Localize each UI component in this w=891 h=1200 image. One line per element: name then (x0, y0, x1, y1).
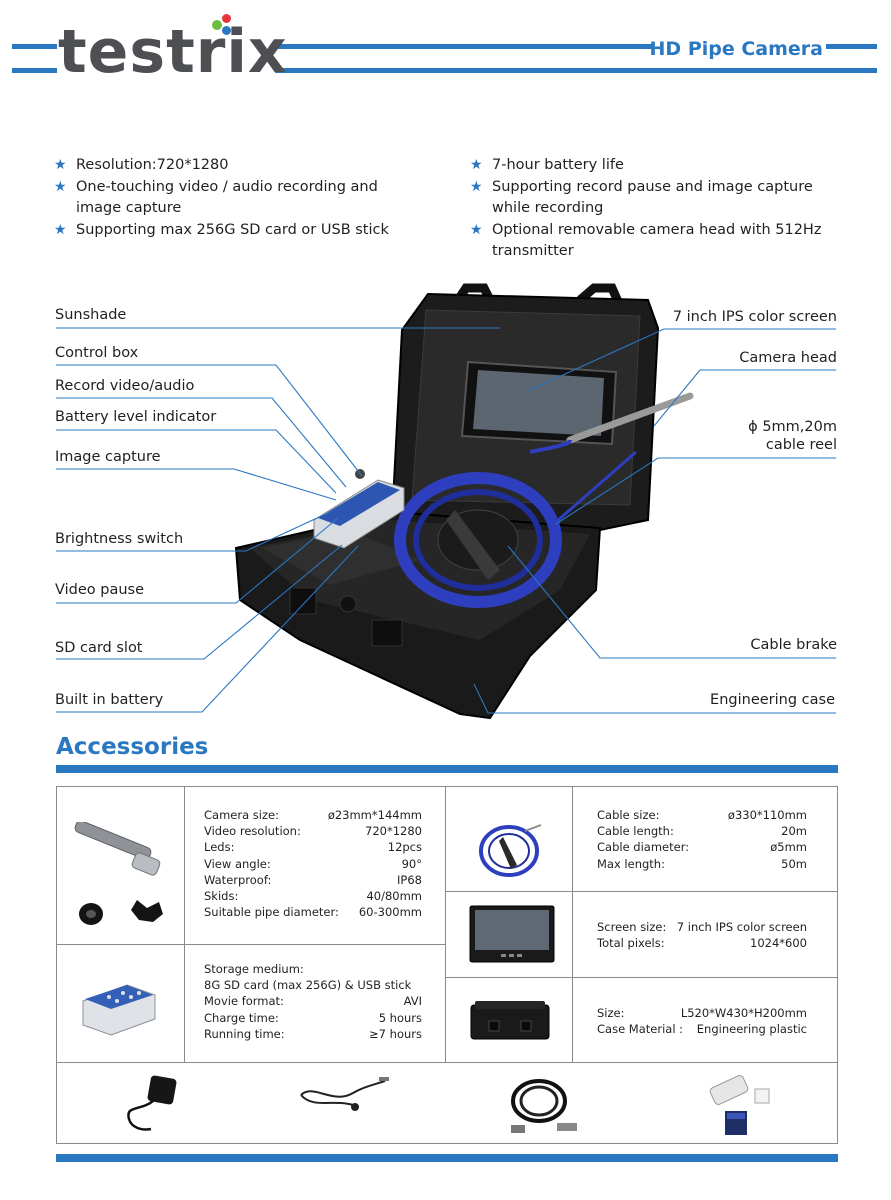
feature-item: ★Optional removable camera head with 512… (470, 221, 822, 260)
label-video-pause: Video pause (55, 582, 144, 598)
leader-brightness (56, 511, 331, 552)
feature-item: ★Resolution:720*1280 (54, 155, 414, 177)
header-bar-right (826, 44, 877, 49)
camera-head (566, 392, 694, 444)
header-bar-mid-2 (275, 68, 877, 73)
spec-row: Case Material :Engineering plastic (597, 1022, 807, 1037)
header-bar-left (12, 44, 57, 49)
accessories-bar-bottom (56, 1154, 838, 1162)
header-bar-left-2 (12, 68, 57, 73)
label-brightness: Brightness switch (55, 531, 184, 547)
product-diagram (56, 283, 836, 720)
label-record: Record video/audio (55, 378, 195, 394)
usb-cable-image (511, 1079, 577, 1133)
leader-reel (555, 457, 836, 525)
feature-item: ★Supporting max 256G SD card or USB stic… (54, 220, 414, 242)
product-line-title: HD Pipe Camera (649, 38, 823, 60)
control-box-image (82, 984, 156, 1036)
spec-row: Screen size:7 inch IPS color screen (597, 920, 807, 934)
microphone-image (300, 1077, 389, 1111)
header-bar-mid (275, 44, 653, 49)
cable-specs: Cable size:ø330*110mm Cable length:20m C… (597, 807, 807, 872)
label-image-capture: Image capture (55, 449, 161, 465)
leader-screen (529, 328, 836, 391)
logo-dot-blue (222, 26, 231, 35)
spec-row: Camera size:ø23mm*144mm (204, 808, 422, 822)
lcd-screen-glass (473, 370, 604, 436)
brand-logo: testrix (58, 17, 288, 87)
spec-row: Movie format:AVI (204, 994, 422, 1009)
spec-row: Skids:40/80mm (204, 889, 422, 904)
spec-row: Charge time:5 hours (204, 1010, 422, 1025)
leader-image (56, 468, 337, 501)
spec-row: Video resolution:720*1280 (204, 824, 422, 839)
cable-reel-image (479, 824, 542, 877)
camera-head-image (74, 822, 163, 925)
spec-row: Storage medium: (204, 962, 304, 976)
label-camera-head: Camera head (739, 350, 837, 366)
logo-dot-red (222, 14, 231, 23)
spec-row: Waterproof:IP68 (204, 872, 422, 887)
label-cable-brake: Cable brake (750, 637, 837, 653)
features-left: ★Resolution:720*1280 ★One-touching video… (54, 155, 414, 241)
label-control-box: Control box (55, 345, 139, 361)
spec-row: Cable diameter:ø5mm (597, 840, 807, 855)
spec-row: Leds:12pcs (204, 840, 422, 855)
spec-row: View angle:90° (204, 856, 422, 871)
leader-pause (56, 517, 339, 604)
star-icon: ★ (470, 157, 483, 173)
spec-row: Max length:50m (597, 856, 807, 871)
leader-battery (56, 429, 337, 494)
spec-row: 8G SD card (max 256G) & USB stick (204, 978, 412, 993)
case-specs: Size:L520*W430*H200mm Case Material :Eng… (597, 1005, 807, 1037)
label-battery-indicator: Battery level indicator (55, 409, 217, 425)
screen-specs: Screen size:7 inch IPS color screen Tota… (597, 919, 807, 951)
case-handle-right (577, 283, 625, 308)
case-image (470, 1001, 550, 1040)
star-icon: ★ (470, 221, 483, 238)
star-icon: ★ (54, 157, 67, 173)
spec-row: Suitable pipe diameter:60-300mm (204, 905, 422, 920)
power-adapter-image (127, 1075, 177, 1131)
label-built-in-battery: Built in battery (55, 692, 164, 708)
feature-item: ★One-touching video / audio recording an… (54, 178, 378, 217)
spec-row: Cable size:ø330*110mm (597, 808, 807, 822)
spec-row: Cable length:20m (597, 824, 807, 839)
leader-camera (653, 369, 836, 427)
sd-card-usb-image (709, 1075, 770, 1135)
leader-record (56, 397, 347, 488)
spec-row: Running time:≥7 hours (204, 1026, 422, 1041)
logo-dot-green (212, 20, 222, 30)
accessories-title: Accessories (56, 734, 209, 760)
spec-row: Size:L520*W430*H200mm (597, 1006, 807, 1020)
feature-item: ★Supporting record pause and image captu… (470, 178, 813, 217)
accessories-table: Camera size:ø23mm*144mm Video resolution… (56, 786, 838, 1144)
label-cable-reel-line2: cable reel (765, 437, 837, 453)
star-icon: ★ (54, 178, 67, 195)
leader-battery-built (56, 545, 359, 713)
control-box-specs: Storage medium: 8G SD card (max 256G) & … (204, 961, 422, 1042)
spec-row: Total pixels:1024*600 (597, 936, 807, 951)
label-engineering-case: Engineering case (710, 692, 835, 708)
feature-item: ★7-hour battery life (470, 155, 840, 177)
leader-case (473, 683, 836, 714)
monitor-image (469, 905, 555, 963)
label-screen: 7 inch IPS color screen (672, 309, 837, 325)
leader-sd (56, 544, 343, 660)
label-cable-reel-line1: ϕ 5mm,20m (748, 419, 837, 435)
features-right: ★7-hour battery life ★Supporting record … (470, 155, 840, 263)
accessories-bar-top (56, 765, 838, 773)
cable-reel (394, 472, 562, 608)
star-icon: ★ (54, 221, 67, 238)
leader-control-box (56, 364, 363, 477)
star-icon: ★ (470, 178, 483, 195)
camera-specs: Camera size:ø23mm*144mm Video resolution… (204, 807, 422, 920)
label-sd-slot: SD card slot (55, 640, 143, 656)
leader-brake (507, 545, 836, 659)
label-sunshade: Sunshade (55, 307, 127, 323)
